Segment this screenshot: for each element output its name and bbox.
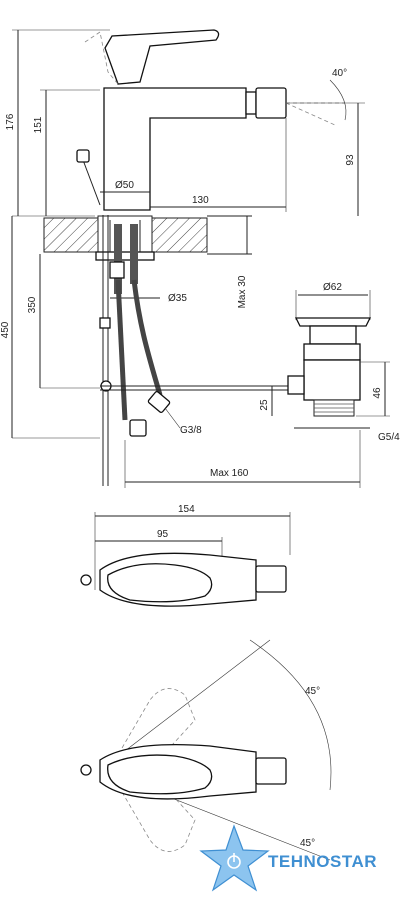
dim-25: 25	[259, 399, 270, 411]
logo-text: TEHNOSTAR	[268, 852, 377, 871]
dim-93: 93	[345, 154, 356, 166]
dim-95: 95	[157, 529, 169, 540]
dim-130: 130	[192, 195, 209, 206]
spout-nozzle	[255, 87, 287, 119]
dim-46: 46	[372, 387, 383, 399]
side-view: 176 151 40° 93 Ø50 130	[0, 29, 365, 488]
dim-angle-bottom: 45°	[300, 838, 315, 849]
dim-g38: G3/8	[180, 425, 202, 436]
dim-176: 176	[5, 113, 16, 130]
dim-154: 154	[178, 504, 195, 515]
dim-max160: Max 160	[210, 468, 249, 479]
dim-450: 450	[0, 321, 11, 338]
tehnostar-logo: TEHNOSTAR	[199, 824, 377, 892]
dim-angle-top: 45°	[305, 686, 320, 697]
dim-d50: Ø50	[115, 180, 134, 191]
dim-350: 350	[27, 296, 38, 313]
dim-max30: Max 30	[237, 275, 248, 308]
dim-g54: G5/4	[378, 432, 400, 443]
top-view: 154 95	[80, 504, 291, 607]
faucet-body	[103, 87, 247, 211]
dim-d62: Ø62	[323, 282, 342, 293]
drain-valve: Ø62 46 25 G5/4	[259, 282, 400, 443]
dim-angle-spout: 40°	[332, 68, 347, 79]
dim-d35: Ø35	[168, 293, 187, 304]
faucet-lever	[104, 29, 220, 85]
dim-151: 151	[33, 116, 44, 133]
rotation-view: 45° 45°	[80, 639, 332, 861]
